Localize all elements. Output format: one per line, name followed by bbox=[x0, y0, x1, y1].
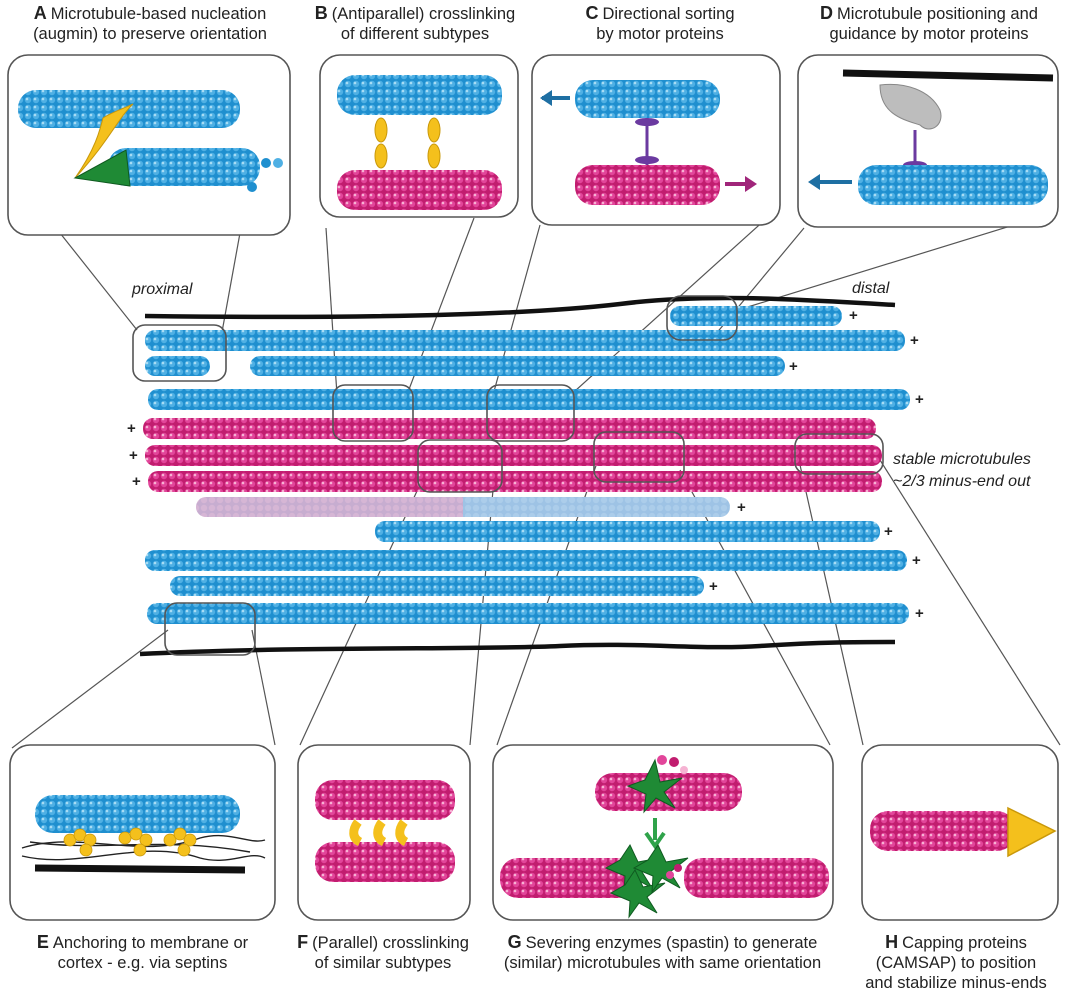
microtubule-blue bbox=[250, 356, 785, 376]
microtubule-blue bbox=[145, 356, 210, 376]
microtubule-blue bbox=[148, 389, 910, 410]
microtubule-bundle bbox=[143, 306, 910, 624]
microtubule-blue bbox=[375, 521, 880, 542]
microtubule-magenta bbox=[143, 418, 876, 439]
panel-C bbox=[531, 54, 781, 226]
microtubule-blue bbox=[170, 576, 704, 596]
microtubule-magenta bbox=[148, 471, 882, 492]
top-membrane-line bbox=[144, 295, 896, 320]
arrow-left-icon bbox=[808, 174, 820, 190]
arrow-right-icon bbox=[745, 176, 757, 192]
camsap-cap bbox=[1007, 806, 1057, 858]
panel-H bbox=[861, 744, 1059, 921]
arrow-left-icon bbox=[540, 90, 552, 106]
panel-A bbox=[7, 54, 291, 236]
zoom-circles bbox=[132, 295, 884, 656]
panel-F bbox=[297, 744, 471, 921]
panel-D bbox=[797, 54, 1059, 228]
bottom-membrane-line bbox=[139, 639, 896, 657]
augmin-complex bbox=[74, 103, 134, 179]
panel-E bbox=[9, 744, 276, 921]
microtubule-blue bbox=[147, 603, 909, 624]
panel-G bbox=[492, 744, 834, 921]
microtubule-blue bbox=[670, 306, 842, 326]
microtubule-blue bbox=[145, 330, 905, 351]
gamma-tubulin-ring bbox=[73, 149, 131, 187]
microtubule-magenta bbox=[145, 445, 882, 466]
microtubule-blue bbox=[145, 550, 907, 571]
panel-B bbox=[319, 54, 519, 218]
